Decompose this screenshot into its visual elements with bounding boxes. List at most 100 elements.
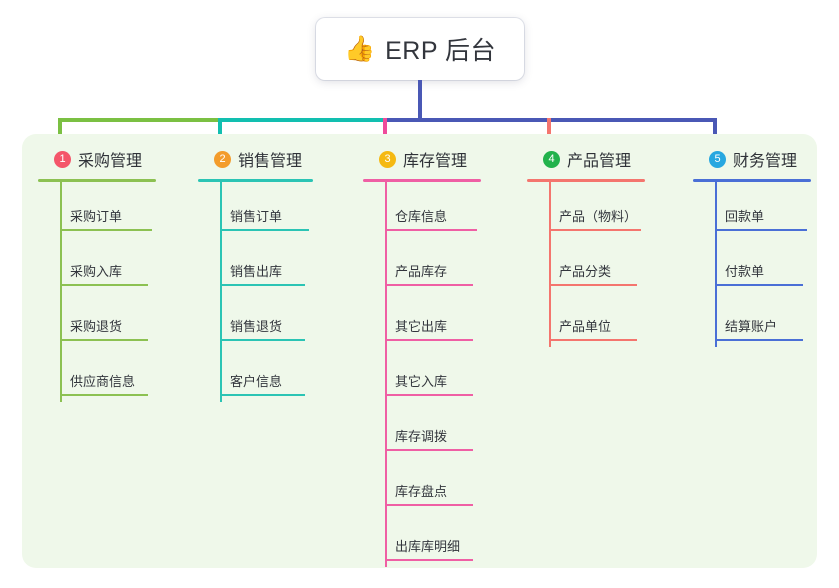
branch-item-label: 销售退货 <box>230 319 283 334</box>
bus-segment-left <box>60 118 222 122</box>
branch-item[interactable]: 供应商信息 <box>38 347 166 402</box>
branch-item-rule <box>385 229 477 231</box>
branch-drop-connector-3 <box>383 118 387 146</box>
branch-header-rule <box>363 179 481 182</box>
branch-item[interactable]: 仓库信息 <box>363 182 491 237</box>
branch-item-label: 产品分类 <box>559 264 612 279</box>
branch-item-label: 客户信息 <box>230 374 283 389</box>
branch-item-rule <box>60 339 148 341</box>
branch-item-rule <box>549 339 637 341</box>
branch-item-rule <box>220 394 305 396</box>
branch-item[interactable]: 库存调拨 <box>363 402 491 457</box>
branch-item[interactable]: 产品分类 <box>527 237 655 292</box>
thumbs-up-icon: 👍 <box>343 34 376 63</box>
branch-item-rule <box>715 284 803 286</box>
branch-header-rule <box>527 179 645 182</box>
branch-drop-connector-1 <box>58 118 62 146</box>
branch-column-2[interactable]: 2 销售管理销售订单销售出库销售退货客户信息 <box>198 146 326 402</box>
root-node-card[interactable]: 👍 ERP 后台 <box>316 18 524 80</box>
branch-item-rule <box>385 284 473 286</box>
branch-item-rule <box>549 284 637 286</box>
branch-item-rule <box>220 339 305 341</box>
branch-item-label: 库存盘点 <box>395 484 448 499</box>
branch-item-rule <box>220 284 305 286</box>
branch-header-2[interactable]: 2 销售管理 <box>198 146 326 172</box>
branch-item[interactable]: 回款单 <box>693 182 821 237</box>
branch-item[interactable]: 付款单 <box>693 237 821 292</box>
branch-item[interactable]: 采购退货 <box>38 292 166 347</box>
branch-item[interactable]: 产品（物料） <box>527 182 655 237</box>
branch-item[interactable]: 采购订单 <box>38 182 166 237</box>
branch-drop-connector-2 <box>218 118 222 146</box>
branch-item-rule <box>60 229 152 231</box>
branch-item-label: 库存调拨 <box>395 429 448 444</box>
branch-item-label: 产品（物料） <box>559 209 638 224</box>
branch-number-badge: 5 <box>709 150 726 168</box>
branch-title: 销售管理 <box>238 153 303 170</box>
branch-item[interactable]: 产品单位 <box>527 292 655 347</box>
branch-spine <box>220 182 222 402</box>
branch-item-rule <box>60 284 148 286</box>
branch-item[interactable]: 出库库明细 <box>363 512 491 567</box>
branch-header-rule <box>198 179 313 182</box>
branch-spine <box>715 182 717 347</box>
branch-drop-connector-4 <box>547 118 551 146</box>
branch-item-label: 供应商信息 <box>70 374 136 389</box>
branch-item-list: 回款单付款单结算账户 <box>693 182 821 347</box>
branch-item-label: 产品库存 <box>395 264 448 279</box>
branch-item-list: 产品（物料） 产品分类产品单位 <box>527 182 655 347</box>
branch-header-rule <box>38 179 156 182</box>
branch-column-1[interactable]: 1 采购管理采购订单采购入库采购退货供应商信息 <box>38 146 166 402</box>
branch-item-label: 其它入库 <box>395 374 448 389</box>
root-node-title: ERP 后台 <box>385 37 497 65</box>
bus-segment-right <box>385 118 717 122</box>
branch-spine <box>385 182 387 567</box>
branch-number-badge: 2 <box>214 150 231 168</box>
branch-item-rule <box>385 339 473 341</box>
branch-item[interactable]: 客户信息 <box>198 347 326 402</box>
branch-header-5[interactable]: 5 财务管理 <box>693 146 821 172</box>
branch-item[interactable]: 其它出库 <box>363 292 491 347</box>
branch-drop-connector-5 <box>713 118 717 146</box>
branch-item[interactable]: 结算账户 <box>693 292 821 347</box>
branch-item-label: 付款单 <box>725 264 765 279</box>
branch-number-badge: 1 <box>54 150 71 168</box>
branch-item[interactable]: 产品库存 <box>363 237 491 292</box>
branch-item[interactable]: 销售出库 <box>198 237 326 292</box>
branch-item-list: 仓库信息产品库存其它出库其它入库库存调拨库存盘点出库库明细 <box>363 182 491 567</box>
branch-spine <box>60 182 62 402</box>
branch-column-5[interactable]: 5 财务管理回款单付款单结算账户 <box>693 146 821 347</box>
branch-item[interactable]: 库存盘点 <box>363 457 491 512</box>
branch-item-rule <box>60 394 148 396</box>
branch-item-label: 产品单位 <box>559 319 612 334</box>
branch-spine <box>549 182 551 347</box>
branch-item-label: 采购退货 <box>70 319 123 334</box>
branch-item-label: 销售出库 <box>230 264 283 279</box>
branch-item-rule <box>385 504 473 506</box>
branch-item-rule <box>715 339 803 341</box>
branch-item-rule <box>220 229 309 231</box>
branch-item-rule <box>549 229 641 231</box>
branch-title: 采购管理 <box>78 153 143 170</box>
branch-item-label: 其它出库 <box>395 319 448 334</box>
branch-item-list: 销售订单销售出库销售退货客户信息 <box>198 182 326 402</box>
branch-title: 财务管理 <box>733 153 798 170</box>
branch-item-rule <box>385 449 473 451</box>
root-stem-connector <box>418 80 422 122</box>
branch-number-badge: 4 <box>543 150 560 168</box>
branch-item[interactable]: 采购入库 <box>38 237 166 292</box>
branch-item-list: 采购订单采购入库采购退货供应商信息 <box>38 182 166 402</box>
branch-item[interactable]: 其它入库 <box>363 347 491 402</box>
branch-item-label: 回款单 <box>725 209 765 224</box>
branch-item-label: 采购订单 <box>70 209 123 224</box>
branch-item[interactable]: 销售退货 <box>198 292 326 347</box>
branch-header-1[interactable]: 1 采购管理 <box>38 146 166 172</box>
branch-item-label: 结算账户 <box>725 319 778 334</box>
branch-item[interactable]: 销售订单 <box>198 182 326 237</box>
branch-item-label: 出库库明细 <box>395 539 461 554</box>
branch-number-badge: 3 <box>379 150 396 168</box>
